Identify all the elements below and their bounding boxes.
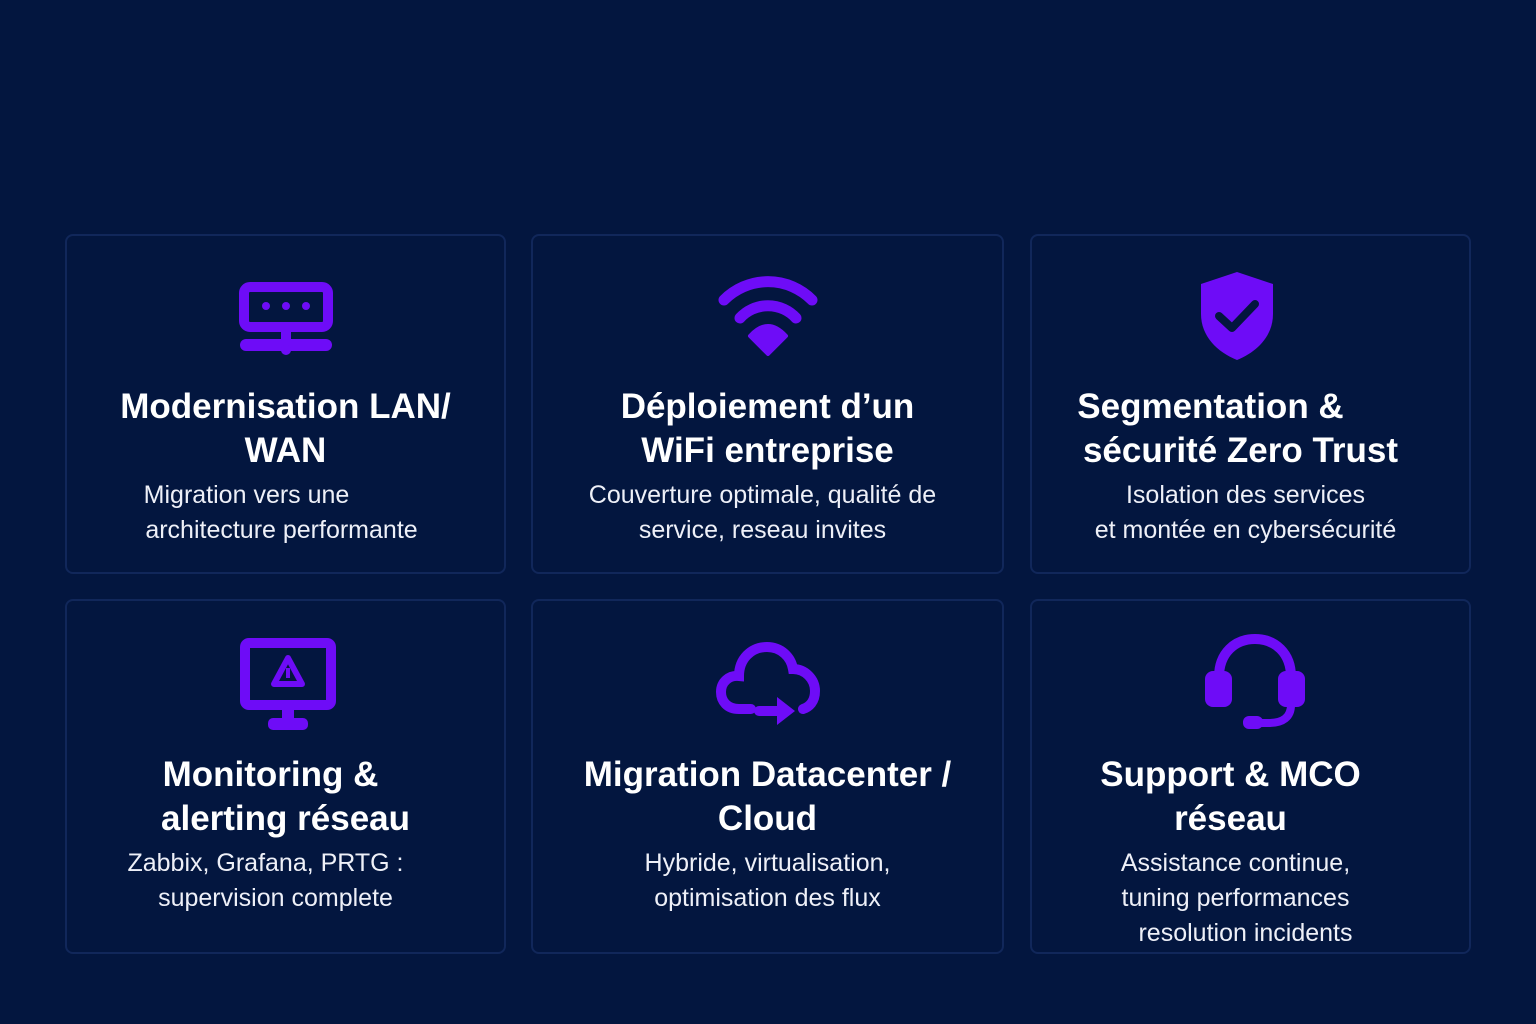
shield-check-icon	[1200, 272, 1273, 360]
service-card-cloud: Migration Datacenter /Cloud Hybride, vir…	[531, 599, 1004, 954]
service-card-zero-trust: Segmentation &sécurité Zero Trust Isolat…	[1030, 234, 1471, 574]
wifi-icon	[718, 276, 817, 356]
card-title: Monitoring &alerting réseau	[161, 755, 410, 838]
service-card-lan-wan: Modernisation LAN/WAN Migration vers une…	[65, 234, 506, 574]
card-title: Modernisation LAN/WAN	[120, 387, 451, 470]
monitor-alert-icon	[239, 638, 336, 730]
card-title: Segmentation &sécurité Zero Trust	[1077, 387, 1399, 470]
card-title: Migration Datacenter /Cloud	[583, 755, 952, 838]
cloud-migration-icon	[715, 641, 820, 725]
headset-icon	[1204, 633, 1305, 729]
network-device-icon	[238, 282, 333, 355]
service-card-monitoring: Monitoring &alerting réseau Zabbix, Graf…	[65, 599, 506, 954]
card-description: Zabbix, Grafana, PRTG :supervision compl…	[127, 849, 404, 912]
card-description: Hybride, virtualisation,optimisation des…	[644, 849, 891, 912]
